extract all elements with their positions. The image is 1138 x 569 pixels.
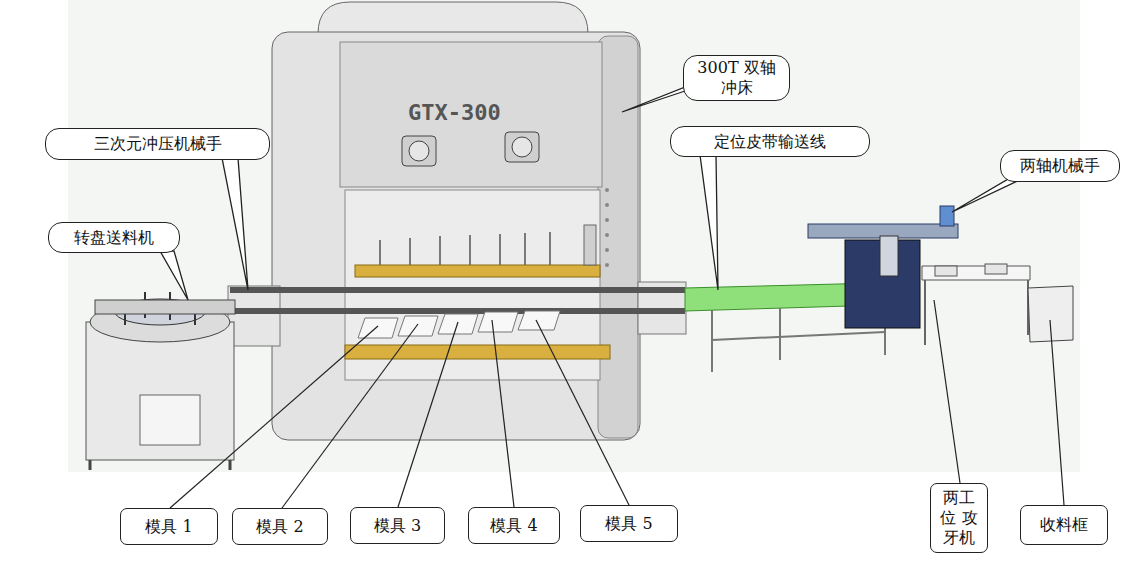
callout-label: 300T 双轴冲床: [690, 58, 783, 98]
callout-box: 两工位 攻牙机: [930, 483, 988, 553]
callout-label: 收料框: [1040, 515, 1088, 535]
callout-label: 定位皮带输送线: [714, 132, 826, 152]
callout-bubble: 两轴机械手: [1000, 150, 1120, 182]
callout-label: 模具 1: [145, 517, 192, 537]
callout-bubble: 定位皮带输送线: [670, 126, 870, 157]
callout-label: 模具 5: [605, 514, 652, 534]
callout-bubble: 转盘送料机: [48, 222, 180, 253]
callout-label: 模具 2: [256, 517, 303, 537]
callout-bubble: 三次元冲压机械手: [45, 128, 270, 160]
callout-box: 模具 3: [350, 507, 445, 544]
callout-box: 模具 2: [232, 508, 328, 545]
callout-label: 两工位 攻牙机: [937, 488, 981, 548]
callout-box: 模具 4: [468, 507, 560, 544]
callout-box: 收料框: [1020, 505, 1108, 545]
callout-box: 模具 5: [580, 505, 678, 542]
callout-label: 三次元冲压机械手: [94, 134, 222, 154]
machine-nameplate: GTX-300: [408, 100, 501, 125]
callout-label: 两轴机械手: [1020, 156, 1100, 176]
callout-label: 转盘送料机: [74, 228, 154, 248]
callout-box: 模具 1: [120, 508, 218, 545]
callout-label: 模具 4: [490, 516, 537, 536]
callout-bubble: 300T 双轴冲床: [683, 55, 790, 101]
callout-label: 模具 3: [374, 516, 421, 536]
